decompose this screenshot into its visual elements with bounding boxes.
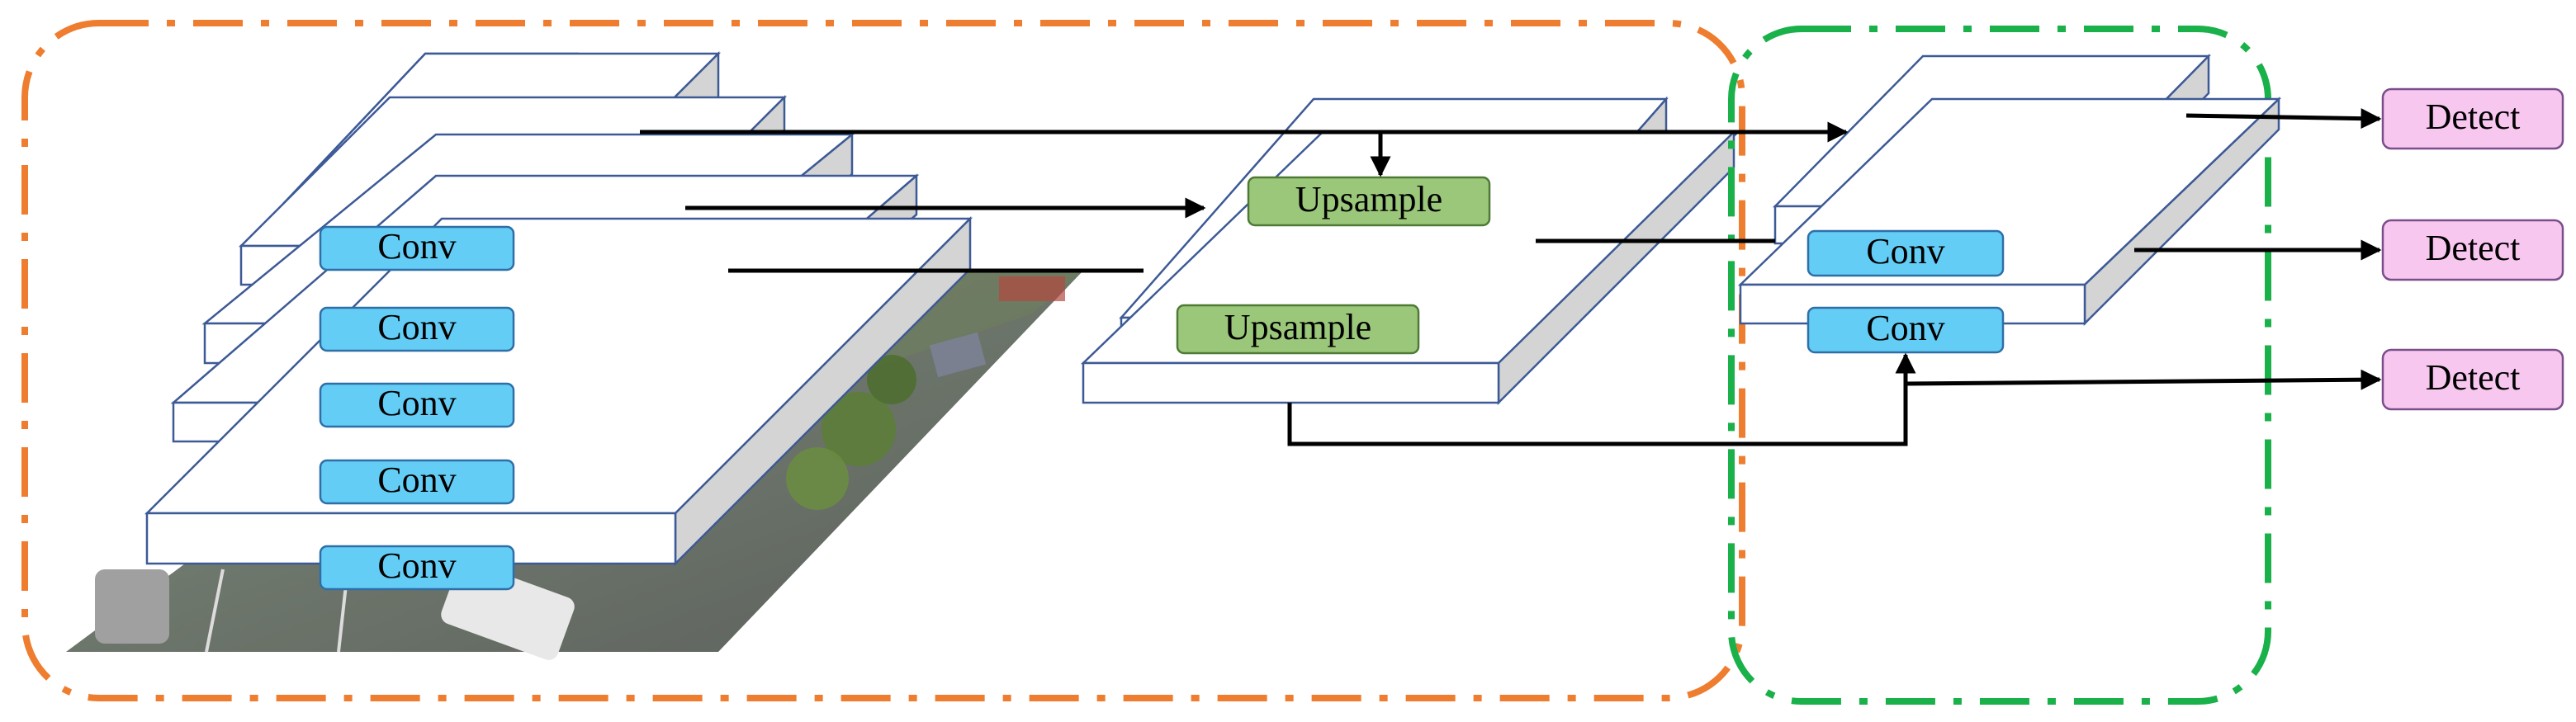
svg-text:Conv: Conv bbox=[377, 226, 456, 267]
svg-text:Upsample: Upsample bbox=[1224, 307, 1371, 347]
neck-layer-front bbox=[1080, 130, 1741, 406]
svg-text:Conv: Conv bbox=[377, 460, 456, 500]
backbone-conv-5: Conv bbox=[319, 545, 515, 591]
head-region-border bbox=[1728, 26, 2271, 705]
svg-text:Detect: Detect bbox=[2426, 228, 2521, 268]
detect-box-3: Detect bbox=[2381, 348, 2564, 411]
neck-upsample-1: Upsample bbox=[1247, 176, 1491, 227]
svg-text:Conv: Conv bbox=[377, 545, 456, 586]
backbone-conv-2: Conv bbox=[319, 306, 515, 352]
backbone-conv-1: Conv bbox=[319, 225, 515, 271]
backbone-region-border bbox=[21, 20, 1745, 701]
svg-text:Conv: Conv bbox=[1866, 308, 1944, 348]
svg-text:Detect: Detect bbox=[2426, 357, 2521, 398]
detect-box-2: Detect bbox=[2381, 219, 2564, 281]
connection-arrows bbox=[640, 108, 2382, 446]
svg-text:Conv: Conv bbox=[377, 307, 456, 347]
head-conv-1: Conv bbox=[1807, 229, 2005, 277]
backbone-conv-3: Conv bbox=[319, 382, 515, 428]
svg-text:Upsample: Upsample bbox=[1295, 179, 1442, 219]
svg-text:Detect: Detect bbox=[2426, 97, 2521, 137]
head-conv-2: Conv bbox=[1807, 306, 2005, 354]
arrow-neck-bottom-to-head-conv bbox=[1287, 352, 1916, 446]
arrow-to-detect-3 bbox=[1905, 369, 2382, 390]
arrow-to-detect-1 bbox=[2185, 108, 2382, 130]
svg-text:Conv: Conv bbox=[377, 383, 456, 423]
backbone-conv-4: Conv bbox=[319, 459, 515, 505]
detect-box-1: Detect bbox=[2381, 87, 2564, 150]
neck-upsample-2: Upsample bbox=[1176, 304, 1420, 355]
svg-text:Conv: Conv bbox=[1866, 231, 1944, 271]
